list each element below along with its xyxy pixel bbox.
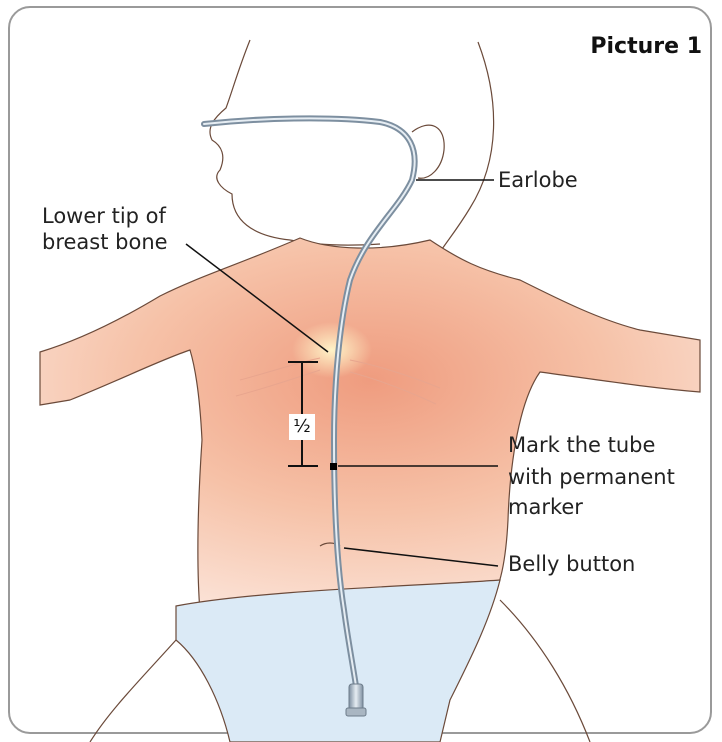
earlobe-label: Earlobe (498, 167, 578, 193)
marker-dot (330, 463, 337, 470)
half-label: ½ (289, 414, 315, 440)
belly-button-label: Belly button (508, 551, 635, 577)
breast-bone-label-line1: Lower tip of (42, 203, 166, 229)
breast-bone-label-line2: breast bone (42, 229, 168, 255)
head-back (440, 42, 494, 252)
leg-right (500, 600, 590, 742)
mark-label-line2: with permanent (508, 464, 675, 490)
sternum-glow (292, 322, 372, 378)
head-outline (210, 40, 380, 245)
mark-label-line1: Mark the tube (508, 432, 655, 458)
leg-left (90, 640, 176, 742)
picture-title: Picture 1 (590, 34, 702, 59)
diaper (176, 580, 500, 742)
mark-label-line3: marker (508, 494, 583, 520)
